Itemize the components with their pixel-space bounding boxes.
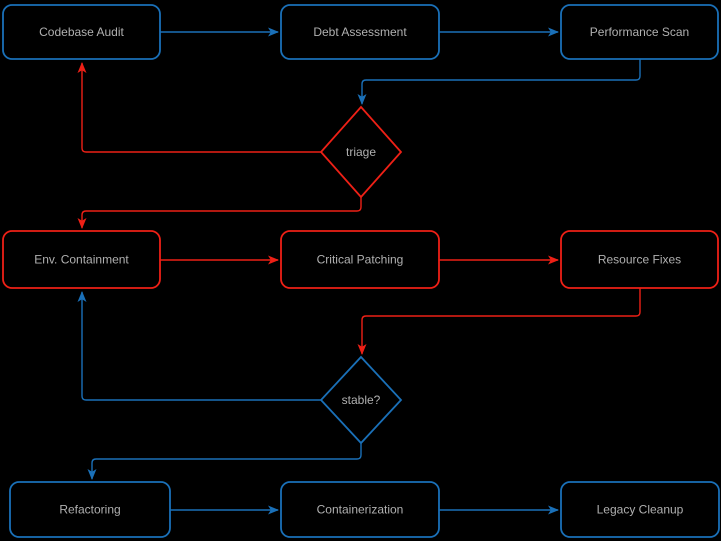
node-refactoring-shape[interactable] — [9, 481, 171, 538]
node-triage-label: triage — [346, 145, 376, 159]
node-triage[interactable]: triage — [319, 105, 403, 199]
node-stable-shape[interactable] — [319, 355, 403, 445]
edge-stable-to-refactoring[interactable] — [87, 443, 362, 480]
node-critical-patching-shape[interactable] — [280, 230, 440, 289]
edge-triage-to-codebase-audit[interactable] — [77, 62, 321, 153]
node-performance-scan-label: Performance Scan — [590, 25, 689, 39]
node-containerization-label: Containerization — [317, 503, 404, 517]
node-containerization-shape[interactable] — [280, 481, 440, 538]
node-triage-shape[interactable] — [319, 105, 403, 199]
edge-stable-to-env-containment[interactable] — [77, 291, 321, 401]
node-env-containment-label: Env. Containment — [34, 253, 129, 267]
node-env-containment[interactable]: Env. Containment — [2, 230, 161, 289]
node-legacy-cleanup[interactable]: Legacy Cleanup — [560, 481, 720, 538]
node-debt-assessment-shape[interactable] — [280, 4, 440, 60]
node-debt-assessment[interactable]: Debt Assessment — [280, 4, 440, 60]
node-legacy-cleanup-label: Legacy Cleanup — [597, 503, 684, 517]
node-resource-fixes-shape[interactable] — [560, 230, 719, 289]
node-stable[interactable]: stable? — [319, 355, 403, 445]
node-resource-fixes-label: Resource Fixes — [598, 253, 681, 267]
node-containerization[interactable]: Containerization — [280, 481, 440, 538]
node-performance-scan[interactable]: Performance Scan — [560, 4, 719, 60]
node-resource-fixes[interactable]: Resource Fixes — [560, 230, 719, 289]
node-refactoring-label: Refactoring — [59, 503, 120, 517]
edge-performance-scan-to-triage[interactable] — [357, 59, 641, 105]
node-performance-scan-shape[interactable] — [560, 4, 719, 60]
node-legacy-cleanup-shape[interactable] — [560, 481, 720, 538]
node-debt-assessment-label: Debt Assessment — [313, 25, 407, 39]
node-codebase-audit[interactable]: Codebase Audit — [2, 4, 161, 60]
node-critical-patching-label: Critical Patching — [317, 253, 404, 267]
node-critical-patching[interactable]: Critical Patching — [280, 230, 440, 289]
node-env-containment-shape[interactable] — [2, 230, 161, 289]
edge-resource-fixes-to-stable[interactable] — [357, 288, 641, 355]
edge-triage-to-env-containment[interactable] — [77, 197, 362, 229]
node-refactoring[interactable]: Refactoring — [9, 481, 171, 538]
node-stable-label: stable? — [342, 393, 381, 407]
node-codebase-audit-shape[interactable] — [2, 4, 161, 60]
node-codebase-audit-label: Codebase Audit — [39, 25, 124, 39]
